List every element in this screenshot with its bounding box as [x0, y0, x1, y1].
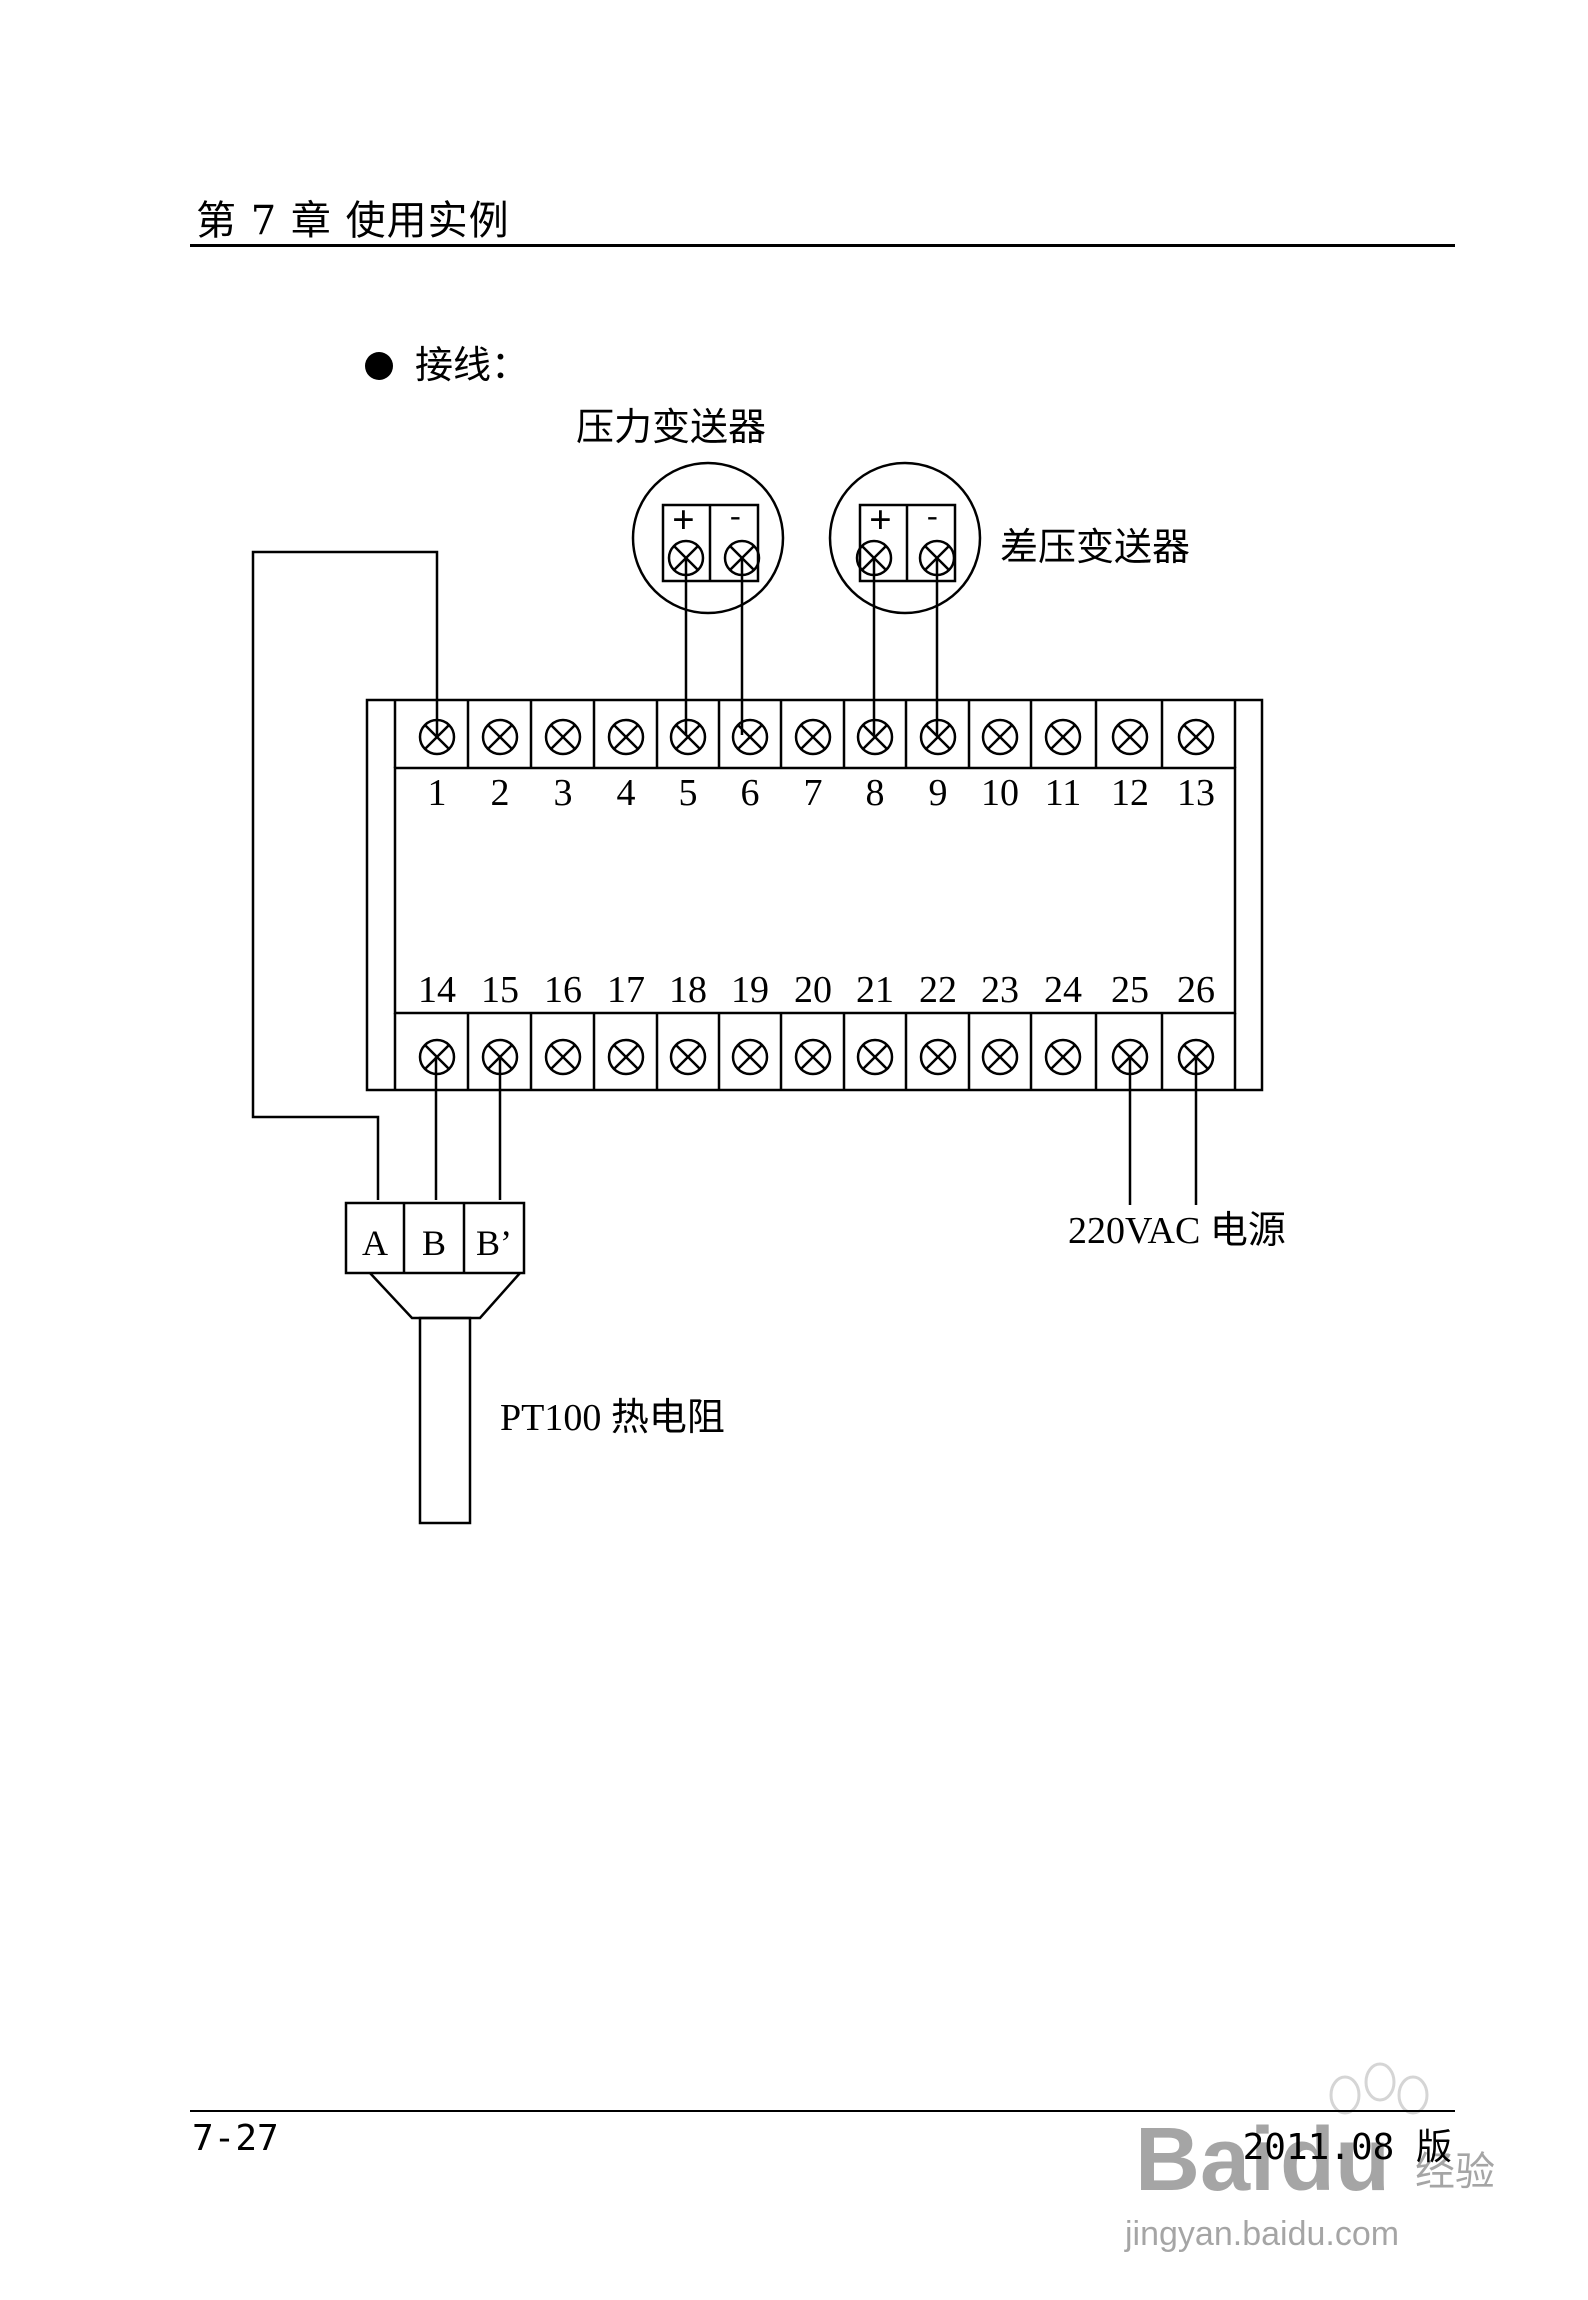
terminal-screw-12	[1111, 718, 1149, 756]
terminal-label-22: 22	[919, 969, 957, 1011]
terminal-screw-15	[481, 1038, 519, 1076]
section-label: 接线：	[415, 343, 530, 387]
rtd-terminal-a: A	[362, 1223, 388, 1263]
terminal-screw-23	[981, 1038, 1019, 1076]
terminal-screw-2	[481, 718, 519, 756]
diff-pressure-transmitter-label: 差压变送器	[1000, 527, 1190, 569]
terminal-block-window	[393, 766, 1237, 1015]
terminal-label-9: 9	[929, 772, 948, 814]
dp-minus-sign: -	[927, 497, 938, 533]
terminal-screw-19	[731, 1038, 769, 1076]
terminal-screw-6	[731, 718, 769, 756]
terminal-screw-21	[856, 1038, 894, 1076]
pressure-transmitter-body	[631, 461, 785, 615]
terminal-screw-26	[1177, 1038, 1215, 1076]
footer-rule	[190, 2110, 1455, 2112]
terminal-label-11: 11	[1045, 772, 1082, 814]
terminal-label-14: 14	[418, 969, 456, 1011]
terminal-label-15: 15	[481, 969, 519, 1011]
terminal-label-20: 20	[794, 969, 832, 1011]
bottom-terminal-row: 14 15 16 17 18 19 20 21 22 23 24 25 26	[418, 969, 1215, 1090]
terminal-label-1: 1	[428, 772, 447, 814]
pt-minus-sign: -	[730, 497, 741, 533]
terminal-label-6: 6	[741, 772, 760, 814]
terminal-label-12: 12	[1111, 772, 1149, 814]
wire-t1-to-a	[251, 550, 439, 1200]
terminal-screw-11	[1044, 718, 1082, 756]
pt-plus-screw	[667, 539, 705, 577]
dp-plus-sign: +	[869, 497, 892, 542]
terminal-label-18: 18	[669, 969, 707, 1011]
terminal-label-17: 17	[607, 969, 645, 1011]
terminal-screw-7	[794, 718, 832, 756]
transmitter-screws	[667, 539, 956, 577]
terminal-screw-20	[794, 1038, 832, 1076]
terminal-screw-25	[1111, 1038, 1149, 1076]
terminal-screw-1	[418, 718, 456, 756]
svg-text:du: du	[1280, 2110, 1390, 2210]
terminal-label-5: 5	[679, 772, 698, 814]
terminal-label-4: 4	[617, 772, 636, 814]
terminal-block-frame	[365, 698, 1264, 1092]
diff-pressure-transmitter-body	[828, 461, 982, 615]
pt-plus-sign: +	[672, 497, 695, 542]
terminal-screw-4	[607, 718, 645, 756]
terminal-screw-13	[1177, 718, 1215, 756]
terminal-label-16: 16	[544, 969, 582, 1011]
terminal-screw-16	[544, 1038, 582, 1076]
edition-date: 2011.08 版	[1242, 2127, 1452, 2168]
terminal-screw-14	[418, 1038, 456, 1076]
terminal-label-21: 21	[856, 969, 894, 1011]
dp-plus-screw	[855, 539, 893, 577]
terminal-screw-10	[981, 718, 1019, 756]
terminal-screw-22	[919, 1038, 957, 1076]
terminal-label-2: 2	[491, 772, 510, 814]
chapter-title: 第 7 章 使用实例	[196, 198, 510, 244]
terminal-label-26: 26	[1177, 969, 1215, 1011]
terminal-label-25: 25	[1111, 969, 1149, 1011]
rtd-terminal-b-prime: B’	[476, 1223, 512, 1263]
terminal-label-19: 19	[731, 969, 769, 1011]
bullet-icon	[365, 352, 393, 380]
rtd-connector	[344, 1201, 526, 1275]
terminal-screw-3	[544, 718, 582, 756]
header-rule	[190, 244, 1455, 247]
rtd-terminal-b: B	[422, 1223, 446, 1263]
terminal-label-7: 7	[804, 772, 823, 814]
pressure-transmitter-label: 压力变送器	[576, 407, 766, 449]
terminal-label-3: 3	[554, 772, 573, 814]
page-number: 7-27	[192, 2118, 279, 2159]
terminal-screw-5	[669, 718, 707, 756]
terminal-screw-9	[919, 718, 957, 756]
terminal-label-13: 13	[1177, 772, 1215, 814]
watermark-brand: Bai	[1135, 2110, 1275, 2210]
watermark-logo: Bai du 经验 jingyan.baidu.com	[1124, 2062, 1495, 2253]
pt-minus-screw	[723, 539, 761, 577]
dp-minus-screw	[918, 539, 956, 577]
terminal-screw-18	[669, 1038, 707, 1076]
terminal-label-23: 23	[981, 969, 1019, 1011]
rtd-probe	[418, 1316, 472, 1525]
terminal-label-24: 24	[1044, 969, 1082, 1011]
terminal-screw-17	[607, 1038, 645, 1076]
terminal-label-8: 8	[866, 772, 885, 814]
svg-text:经验: 经验	[1415, 2149, 1495, 2195]
power-label: 220VAC 电源	[1068, 1210, 1286, 1252]
section-heading: 接线：	[365, 334, 529, 389]
rtd-label: PT100 热电阻	[500, 1397, 725, 1439]
terminal-label-10: 10	[981, 772, 1019, 814]
terminal-screw-8	[856, 718, 894, 756]
watermark-url: jingyan.baidu.com	[1124, 2215, 1399, 2253]
terminal-screw-24	[1044, 1038, 1082, 1076]
